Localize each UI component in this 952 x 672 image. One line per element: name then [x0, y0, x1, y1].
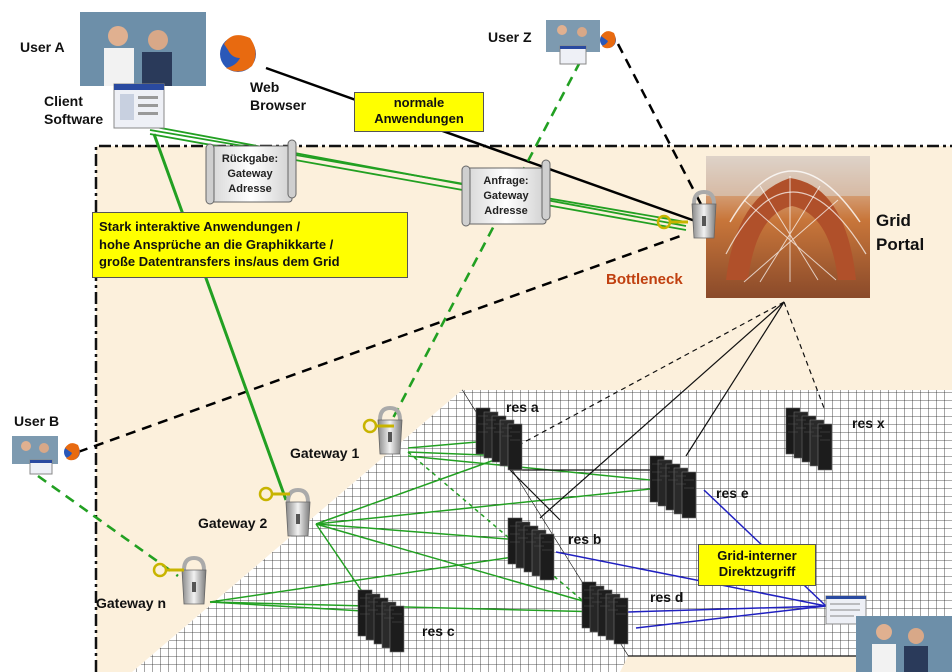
grid-portal-image [706, 156, 870, 298]
scroll-request-line-3: Adresse [484, 205, 527, 217]
grid-portal-label-2: Portal [876, 235, 924, 254]
grid-portal-label-1: Grid [876, 211, 911, 230]
res-a-label: res a [506, 399, 539, 415]
scroll-request-line-1: Anfrage: [483, 175, 528, 187]
callout-normal-applications: normale Anwendungen [354, 92, 484, 132]
userz-portal-line [616, 43, 707, 213]
web-browser-label-1: Web [250, 79, 279, 95]
callout-normal-line-1: normale [393, 95, 445, 110]
user-z-label: User Z [488, 29, 532, 45]
user-a-photo [80, 12, 206, 86]
scroll-request-address: Anfrage: Gateway Adresse [461, 159, 551, 227]
user-z-photo [546, 20, 600, 65]
callout-interactive-line-3: große Datentransfers ins/aus dem Grid [99, 254, 340, 270]
userb-gatewayn-line [37, 474, 179, 578]
res-b-label: res b [568, 531, 601, 547]
web-browser-label-2: Browser [250, 97, 307, 113]
gateway-n-label: Gateway n [96, 595, 166, 611]
res-d-label: res d [650, 589, 683, 605]
user-z-firefox-icon [600, 31, 616, 49]
callout-interactive-applications: Stark interaktive Anwendungen / hohe Ans… [92, 212, 408, 278]
res-e-label: res e [716, 485, 749, 501]
res-x-label: res x [852, 415, 885, 431]
callout-interactive-line-1: Stark interaktive Anwendungen / [99, 219, 301, 234]
gateway-2-label: Gateway 2 [198, 515, 267, 531]
client-software-screenshot [113, 83, 165, 129]
client-portal-line-3 [149, 129, 687, 223]
callout-grid-internal-access: Grid-interner Direktzugriff [698, 544, 816, 586]
callout-grid-internal-line-1: Grid-interner [717, 548, 797, 563]
callout-interactive-line-2: hohe Ansprüche an die Graphikkarte / [99, 236, 334, 252]
bottleneck-label: Bottleneck [606, 271, 683, 288]
grid-internal-links [555, 489, 827, 629]
client-software-label-2: Software [44, 111, 103, 127]
callout-grid-internal-line-2: Direktzugriff [718, 563, 796, 579]
scroll-return-line-1: Rückgabe: [222, 153, 278, 165]
scroll-request-line-2: Gateway [483, 190, 529, 202]
user-b-label: User B [14, 413, 59, 429]
userb-portal-line [77, 232, 687, 454]
client-software-label-1: Client [44, 93, 83, 109]
firefox-icon [220, 35, 256, 72]
portal-resource-links [505, 301, 825, 521]
scroll-return-line-2: Gateway [227, 168, 273, 180]
scroll-return-line-3: Adresse [228, 183, 271, 195]
user-b-photo [12, 436, 58, 475]
browser-portal-line [265, 66, 699, 224]
res-c-label: res c [422, 623, 455, 639]
client-gateway2-line [152, 133, 288, 501]
callout-normal-line-2: Anwendungen [374, 110, 464, 126]
user-a-label: User A [20, 39, 65, 55]
scroll-return-address: Rückgabe: Gateway Adresse [205, 139, 297, 205]
internal-user-photo [825, 595, 952, 672]
gateway-1-label: Gateway 1 [290, 445, 359, 461]
user-b-firefox-icon [64, 443, 80, 461]
